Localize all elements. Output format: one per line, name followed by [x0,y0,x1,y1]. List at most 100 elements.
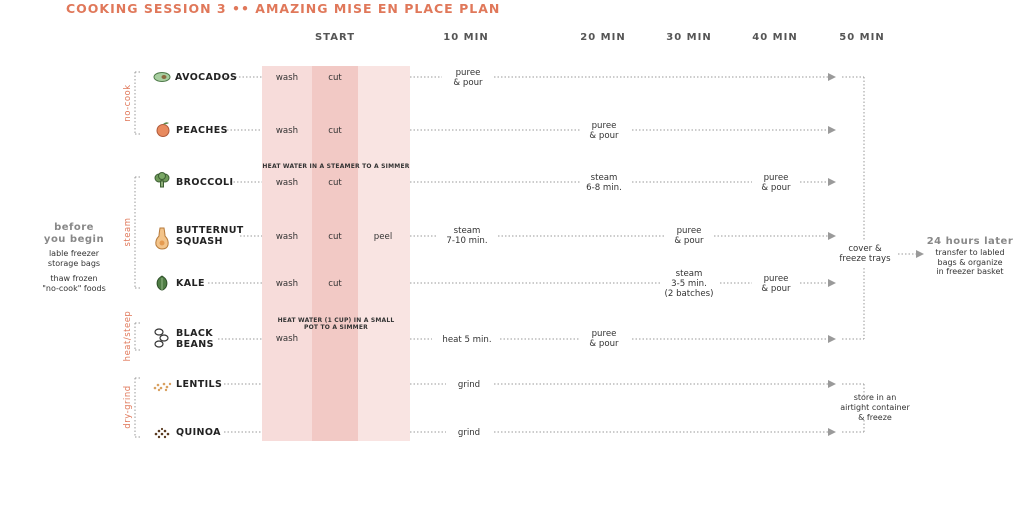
group-label-dry-grind: dry-grind [123,385,133,429]
row-label-black-beans: BLACK BEANS [176,328,214,350]
broccoli-cut: cut [328,178,342,188]
before-item-2-line-1: thaw frozen [50,274,98,283]
pot-note-line-2: POT TO A SIMMER [304,324,368,331]
row-label-lentils: LENTILS [176,379,223,390]
cover-freeze-trays: cover & freeze trays [839,244,890,264]
store-line-3: & freeze [858,413,892,422]
row-label-peaches: PEACHES [176,125,228,136]
before-heading-line-2: you begin [43,234,105,245]
squash-steam: steam 7-10 min. [446,226,487,246]
kale-steam-line-1: steam [675,269,703,279]
later-line-1: transfer to labled [935,248,1005,257]
peaches-wash: wash [275,126,299,136]
black-beans-puree-line-2: & pour [589,339,619,349]
quinoa-icon [154,427,170,439]
cut-column-band [312,66,358,441]
row-label-kale: KALE [176,278,205,289]
pot-note: HEAT WATER (1 CUP) IN A SMALL POT TO A S… [270,317,402,331]
later-line-2: bags & organize [937,257,1003,267]
row-label-black-line-1: BLACK [176,328,213,339]
lentils-icon [153,382,172,392]
broccoli-wash: wash [275,178,299,188]
squash-wash: wash [275,232,299,242]
row-label-broccoli: BROCCOLI [176,177,234,188]
kale-wash: wash [275,279,299,289]
squash-puree-line-1: puree [676,226,702,236]
kale-puree-pour: puree & pour [761,274,790,294]
peaches-step-line-1: puree [591,121,617,131]
avocados-cut: cut [328,73,342,83]
broccoli-steam-line-1: steam [590,173,618,183]
wash-column-band [262,66,312,441]
broccoli-steam-line-2: 6-8 min. [586,183,622,193]
before-item-1-line-1: lable freezer [48,249,100,258]
avocados-wash: wash [275,73,299,83]
pot-note-line-1: HEAT WATER (1 CUP) IN A SMALL [277,317,395,324]
row-label-butternut-squash: BUTTERNUT SQUASH [176,225,244,247]
column-header-10-min: 10 MIN [443,32,489,43]
quinoa-grind: grind [457,428,481,438]
group-label-heat-steep: heat/steep [123,310,133,362]
squash-cut: cut [328,232,342,242]
column-header-40-min: 40 MIN [752,32,798,43]
black-beans-puree-pour: puree & pour [589,329,618,349]
black-beans-puree-line-1: puree [591,329,617,339]
lentils-grind: grind [457,380,481,390]
row-label-beans-line-2: BEANS [176,339,214,350]
page-title: COOKING SESSION 3 •• AMAZING MISE EN PLA… [66,1,501,16]
broccoli-puree-line-2: & pour [761,183,791,193]
avocado-icon [153,72,171,82]
peel-column-band [358,66,410,441]
store-airtight-container: store in an airtight container & freeze [840,393,910,423]
avocados-puree-pour: puree & pour [453,68,482,88]
column-header-start: START [314,32,356,43]
peach-icon [156,122,170,137]
freeze-line-1: cover & [848,244,882,254]
row-label-quinoa: QUINOA [176,427,221,438]
later-line-3: in freezer basket [936,267,1004,276]
squash-peel: peel [373,232,393,242]
kale-puree-line-2: & pour [761,284,791,294]
before-heading-line-1: before [54,222,94,233]
24-hours-later: 24 hours later transfer to labled bags &… [922,236,1018,277]
broccoli-puree-line-1: puree [763,173,789,183]
kale-steam: steam 3-5 min. (2 batches) [665,269,714,299]
squash-steam-line-1: steam [453,226,481,236]
peaches-puree-pour: puree & pour [589,121,618,141]
broccoli-icon [154,172,170,188]
broccoli-puree-pour: puree & pour [761,173,790,193]
group-label-no-cook: no-cook [123,84,133,122]
steamer-note: HEAT WATER IN A STEAMER TO A SIMMER [262,163,410,170]
black-beans-heat: heat 5 min. [442,335,492,345]
squash-icon [155,227,169,250]
kale-icon [156,275,168,291]
freeze-line-2: freeze trays [839,254,891,264]
squash-puree-pour: puree & pour [674,226,703,246]
peaches-step-line-2: & pour [589,131,619,141]
avocados-step-line-1: puree [455,68,481,78]
squash-puree-line-2: & pour [674,236,704,246]
column-header-20-min: 20 MIN [580,32,626,43]
kale-steam-line-3: (2 batches) [664,289,714,299]
later-heading: 24 hours later [926,236,1014,247]
column-header-50-min: 50 MIN [839,32,885,43]
store-line-1: store in an [853,393,897,402]
broccoli-steam: steam 6-8 min. [586,173,622,193]
black-beans-icon [154,328,169,348]
squash-steam-line-2: 7-10 min. [446,236,488,246]
peaches-cut: cut [328,126,342,136]
row-label-butternut-line-1: BUTTERNUT [176,225,244,236]
kale-steam-line-2: 3-5 min. [671,279,707,289]
row-label-avocados: AVOCADOS [175,72,238,83]
avocados-step-line-2: & pour [453,78,483,88]
group-label-steam: steam [123,217,133,247]
row-label-squash-line-2: SQUASH [176,236,223,247]
column-header-30-min: 30 MIN [666,32,712,43]
before-item-2-line-2: "no-cook" foods [42,283,106,293]
kale-puree-line-1: puree [763,274,789,284]
black-beans-wash: wash [275,334,299,344]
before-item-1-line-2: storage bags [47,258,101,268]
kale-cut: cut [328,279,342,289]
